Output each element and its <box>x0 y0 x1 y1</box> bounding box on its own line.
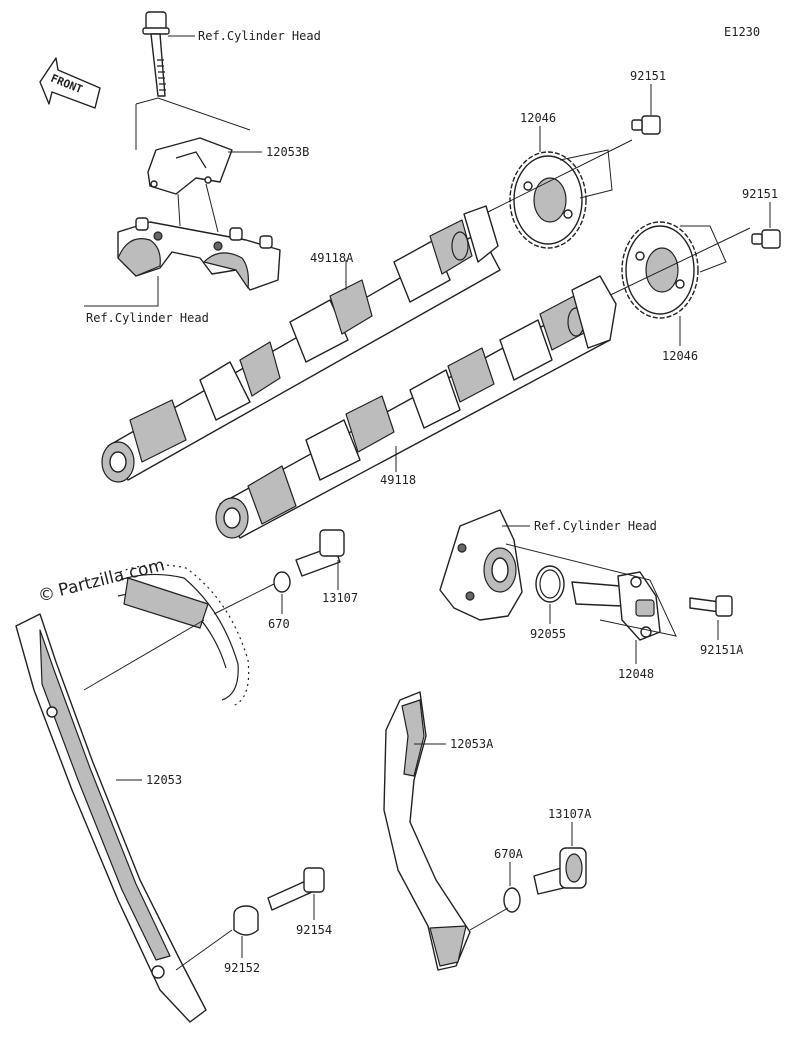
camshaft-caps <box>117 217 281 291</box>
cam-chain <box>117 564 250 707</box>
chain-guide-12053 <box>15 613 207 1023</box>
label-12053: 12053 <box>146 773 182 787</box>
chain-guide-12053A <box>383 691 471 971</box>
tensioner-bolt-13107 <box>295 529 345 577</box>
label-92055: 92055 <box>530 627 566 641</box>
label-ref-cylinder-head-top: Ref.Cylinder Head <box>198 29 321 43</box>
label-92151A: 92151A <box>700 643 744 657</box>
guide-bolt-13107A <box>533 847 587 895</box>
label-12048: 12048 <box>618 667 654 681</box>
cam-sprocket-12046-lower <box>621 221 699 319</box>
bolt-92151-lower <box>751 229 781 249</box>
label-92154: 92154 <box>296 923 332 937</box>
label-ref-cylinder-head-left: Ref.Cylinder Head <box>86 311 209 325</box>
o-ring-670A <box>503 887 521 913</box>
label-13107A: 13107A <box>548 807 592 821</box>
cylinder-head-bolt <box>142 11 170 97</box>
diagram-code: E1230 <box>724 25 760 39</box>
label-670A: 670A <box>494 847 524 861</box>
label-13107: 13107 <box>322 591 358 605</box>
chain-guide-bracket-12053B <box>147 137 233 195</box>
copyright-symbol: © <box>38 585 55 605</box>
label-12053A: 12053A <box>450 737 494 751</box>
label-49118: 49118 <box>380 473 416 487</box>
bolt-92151A <box>689 595 733 617</box>
label-49118A: 49118A <box>310 251 354 265</box>
label-92151-upper: 92151 <box>630 69 666 83</box>
cam-sprocket-12046-upper <box>509 151 587 249</box>
bolt-92154 <box>267 867 325 911</box>
label-12046-upper: 12046 <box>520 111 556 125</box>
label-92152: 92152 <box>224 961 260 975</box>
label-12053B: 12053B <box>266 145 309 159</box>
camshaft-49118A <box>101 205 501 483</box>
cylinder-head-mount-right <box>439 509 523 621</box>
label-670: 670 <box>268 617 290 631</box>
front-arrow-icon: FRONT <box>39 57 101 109</box>
bolt-92151-upper <box>631 115 661 135</box>
label-92151-lower: 92151 <box>742 187 778 201</box>
label-12046-lower: 12046 <box>662 349 698 363</box>
collar-92152 <box>233 905 259 936</box>
o-ring-670 <box>273 571 291 593</box>
camshaft-49118 <box>215 275 617 539</box>
label-ref-cylinder-head-right: Ref.Cylinder Head <box>534 519 657 533</box>
chain-tensioner-12048 <box>571 571 661 641</box>
